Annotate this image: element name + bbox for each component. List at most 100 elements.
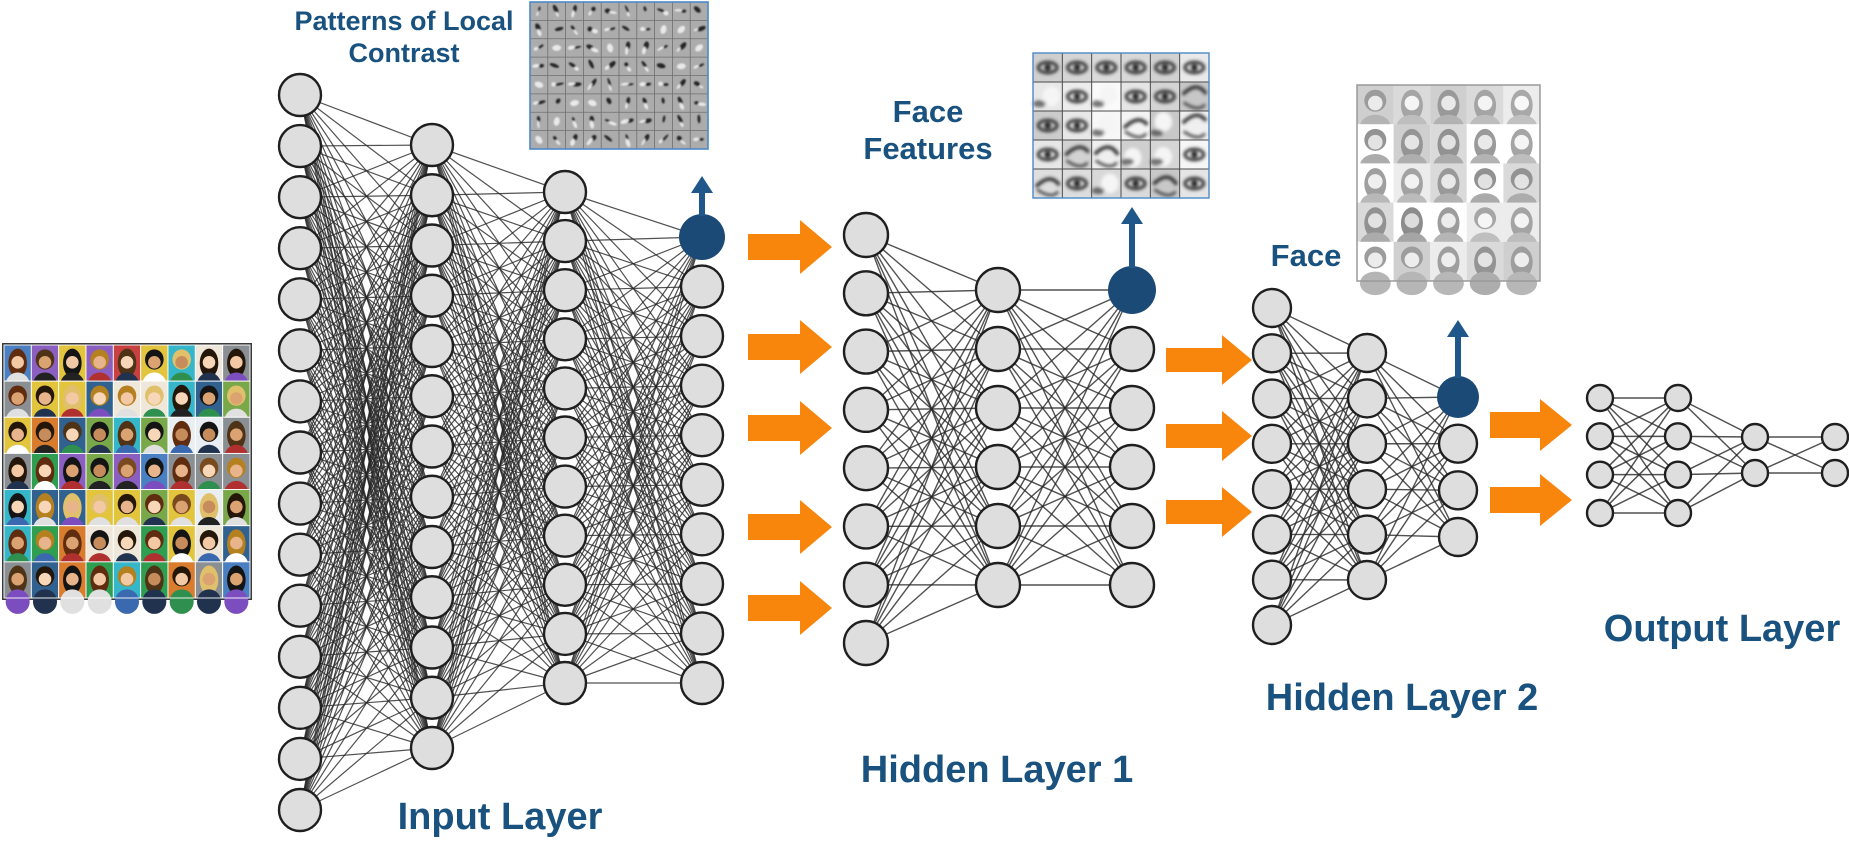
face-label: Face [1270,238,1342,273]
arrows-input-to-hidden1 [748,220,832,635]
neuron-node [974,384,1022,432]
neuron-node [974,266,1022,314]
neuron-node [1740,458,1770,488]
neuron-node [1820,422,1849,452]
hidden-layer-1-label: Hidden Layer 1 [860,749,1134,791]
neuron-node [842,503,890,550]
neuron-node [542,366,588,411]
face-photo-tile [194,561,224,614]
neuron-node [409,524,455,570]
neuron-node [1663,460,1693,489]
face-photo-tile [85,561,114,614]
neuron-node [1346,378,1388,419]
input-network-edges [299,94,703,811]
neuron-node [679,660,725,706]
hidden1-network [842,211,1156,667]
flow-arrow [748,581,832,635]
face-photo-tile [3,561,32,614]
neuron-node [277,123,323,169]
neuron-node [409,323,455,369]
neuron-node [542,218,588,264]
neuron-node [1740,422,1770,452]
face-photo-tile [3,416,32,470]
highlighted-neuron [1108,266,1156,314]
face-features-image [1032,52,1210,199]
neuron-node [277,532,323,577]
neuron-node [1663,498,1693,528]
neuron-node [542,562,588,607]
neuron-node [277,72,323,118]
neuron-node [1108,325,1156,373]
face-photo-tile [222,561,251,614]
neuron-node [542,415,588,460]
face-photo-tile [30,561,60,614]
neuron-node [1346,332,1388,374]
neuron-node [1437,516,1479,558]
neuron-node [679,363,725,408]
flow-arrow [1166,487,1252,537]
neuron-node [974,325,1022,373]
neuron-node [679,264,725,309]
neuron-node [542,169,588,215]
neuron-node [277,634,323,679]
neuron-node [679,512,725,557]
highlighted-neuron [679,214,725,260]
neuron-node [1251,423,1293,465]
neuron-node [1251,468,1293,510]
neuron-node [842,211,890,259]
neuron-node [542,611,588,657]
neuron-node [1108,384,1156,432]
output-network-edges [1599,397,1836,514]
neuron-node [542,660,588,706]
flow-arrow [748,500,832,554]
output-layer-label: Output Layer [1603,608,1841,650]
probe-arrow [1447,320,1469,378]
neuron-node [409,223,455,268]
neuron-node [1663,422,1693,451]
neuron-node [409,424,455,469]
probe-arrow [1121,207,1143,268]
neuron-node [1585,383,1615,413]
neuron-node [1346,559,1388,601]
faces-grayscale-image [1356,84,1541,296]
neuron-node [679,611,725,656]
neuron-node [277,277,323,322]
face-features-label-line2: Features [863,130,993,166]
neuron-node [1820,458,1849,488]
face-photo-tile [140,561,169,614]
neuron-node [1108,443,1156,491]
flow-arrow [748,220,832,274]
neuron-node [1346,469,1388,510]
contrast-filters-image [529,1,709,150]
neuron-node [679,462,725,507]
flow-arrow [1166,335,1252,385]
neuron-node [1251,604,1293,646]
neuron-node [1585,460,1615,489]
flow-arrow [748,320,832,374]
neuron-node [1108,561,1156,609]
hidden-layer-2-label: Hidden Layer 2 [1265,677,1539,719]
neuron-node [277,174,323,220]
neuron-node [409,273,455,318]
neuron-node [679,561,725,607]
face-photo-tile [167,561,196,614]
neuron-node [1251,333,1293,374]
output-network [1585,383,1849,528]
neuron-node [1585,498,1615,528]
neuron-node [542,317,588,362]
neuron-node [409,625,455,670]
neuron-node [277,328,323,373]
neuron-node [974,443,1022,491]
face-features-label-line1: Face [892,94,964,129]
neuron-node [409,374,455,419]
neuron-node [679,313,725,359]
neuron-node [409,675,455,720]
probe-arrow [691,176,713,216]
neuron-node [842,619,890,667]
neuron-node [842,444,890,492]
neuron-node [542,268,588,313]
neuron-node [409,122,455,168]
neuron-node [277,226,323,271]
face-photo-tile [112,561,142,614]
neuron-node [842,561,890,608]
